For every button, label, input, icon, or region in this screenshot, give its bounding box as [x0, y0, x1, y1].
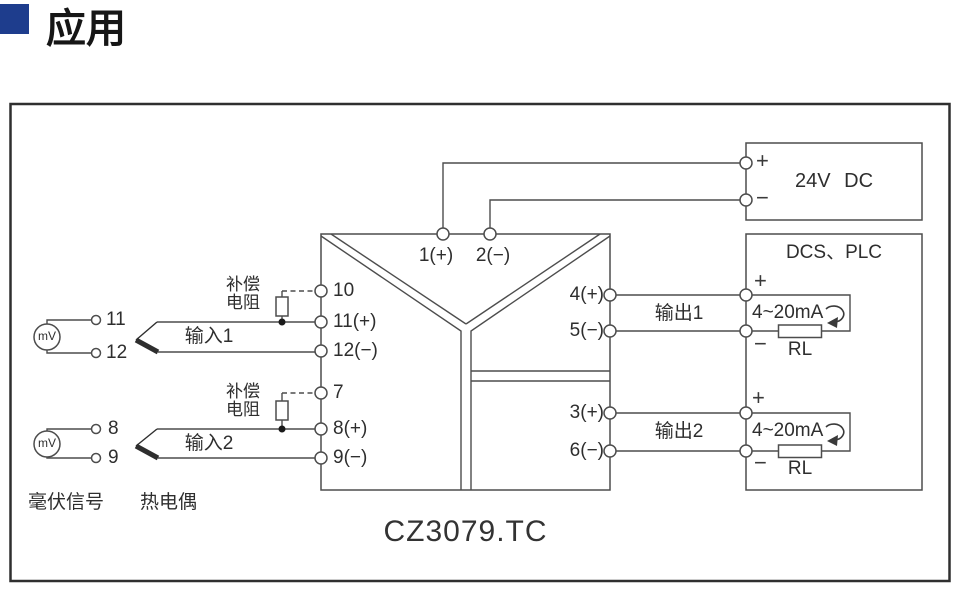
- thermocouple2-thin-leg: [135, 428, 158, 447]
- output1-label: 输出1: [654, 303, 704, 324]
- mv-source2-label: mV: [38, 436, 56, 450]
- mv-signal-caption: 毫伏信号: [28, 492, 105, 513]
- terminal-label-2: 2(−): [475, 245, 511, 266]
- comp1-label-line2: 电阻: [226, 293, 260, 312]
- terminal-label-12: 12(−): [333, 340, 378, 361]
- terminal-label-7: 7: [333, 382, 344, 403]
- terminal-label-3: 3(+): [569, 402, 604, 423]
- terminal-label-8: 8(+): [333, 418, 368, 439]
- current-loop-arrow2: [825, 423, 845, 441]
- power-supply-label: 24V DC: [794, 170, 874, 192]
- mv2-lead-label-top: 8: [108, 418, 119, 439]
- terminal-label-10: 10: [333, 280, 355, 301]
- terminal-circles: [90, 156, 753, 465]
- mv2-lead-top: [46, 428, 92, 431]
- power-minus-wire: [489, 199, 740, 228]
- diagram-frame: [9, 102, 951, 583]
- terminal-label-11: 11(+): [333, 311, 377, 332]
- thermocouple-caption: 热电偶: [140, 492, 198, 513]
- terminal-label-9: 9(−): [333, 447, 368, 468]
- current-loop-arrowhead1: [827, 317, 838, 328]
- mv1-lead-top: [46, 319, 92, 324]
- loop1-range-label: 4~20mA: [752, 302, 824, 323]
- loop1-load-label: RL: [787, 339, 813, 360]
- power-plus-sign: +: [756, 148, 769, 173]
- terminal-label-6: 6(−): [569, 440, 604, 461]
- mv-sources: [33, 323, 61, 458]
- mv2-lead-bottom: [46, 457, 92, 459]
- current-loop-arrowhead2: [827, 435, 838, 446]
- loop2-range-label: 4~20mA: [752, 420, 824, 441]
- dcs-plc-title: DCS、PLC: [785, 242, 883, 263]
- mv1-lead-bottom: [46, 350, 92, 354]
- wires: [46, 162, 851, 459]
- isolation-divider: [320, 233, 611, 490]
- isolator-body: [320, 233, 611, 491]
- dcs-plc-box: [745, 233, 923, 491]
- page-title: 应用: [46, 7, 126, 51]
- comp2-label-line2: 电阻: [226, 400, 260, 419]
- loop2-minus-sign: −: [754, 450, 767, 475]
- title-accent-square: [0, 4, 29, 34]
- power-minus-sign: −: [756, 185, 769, 210]
- current-loop-arrow1: [825, 305, 845, 323]
- input2-label: 输入2: [184, 433, 234, 454]
- input1-label: 输入1: [184, 326, 234, 347]
- power-plus-wire: [442, 162, 740, 228]
- output2-label: 输出2: [654, 421, 704, 442]
- device-model: CZ3079.TC: [383, 515, 548, 548]
- comp-resistor2: [275, 400, 289, 421]
- mv-source1-label: mV: [38, 329, 56, 343]
- loop-arrows: [825, 305, 845, 446]
- terminal-label-1: 1(+): [418, 245, 454, 266]
- comp2-label-line1: 补偿: [226, 382, 260, 401]
- load-resistor1: [777, 324, 823, 339]
- load-resistor2: [777, 444, 823, 459]
- power-supply-box: [745, 142, 923, 221]
- thermocouple-junctions: [134, 321, 160, 461]
- loop2-plus-sign: +: [752, 385, 765, 410]
- mv-source2-circle: [33, 430, 61, 458]
- comp1-label-line1: 补偿: [226, 275, 260, 294]
- thermocouple1-thin-leg: [135, 321, 158, 341]
- loop2-load-label: RL: [787, 458, 813, 479]
- terminal-label-5: 5(−): [569, 320, 604, 341]
- thermocouple2-thick-leg: [134, 443, 160, 461]
- mv1-lead-label-top: 11: [106, 309, 126, 330]
- mv2-lead-label-bottom: 9: [108, 447, 119, 468]
- resistors: [275, 296, 823, 459]
- mv-source1-circle: [33, 323, 61, 351]
- loop1-plus-sign: +: [754, 268, 767, 293]
- comp-resistor1: [275, 296, 289, 317]
- terminal-label-4: 4(+): [569, 284, 604, 305]
- thermocouple1-thick-leg: [134, 337, 160, 355]
- loop1-minus-sign: −: [754, 331, 767, 356]
- boxes: [320, 142, 923, 491]
- junction-dots: [278, 318, 286, 433]
- mv1-lead-label-bottom: 12: [106, 342, 128, 363]
